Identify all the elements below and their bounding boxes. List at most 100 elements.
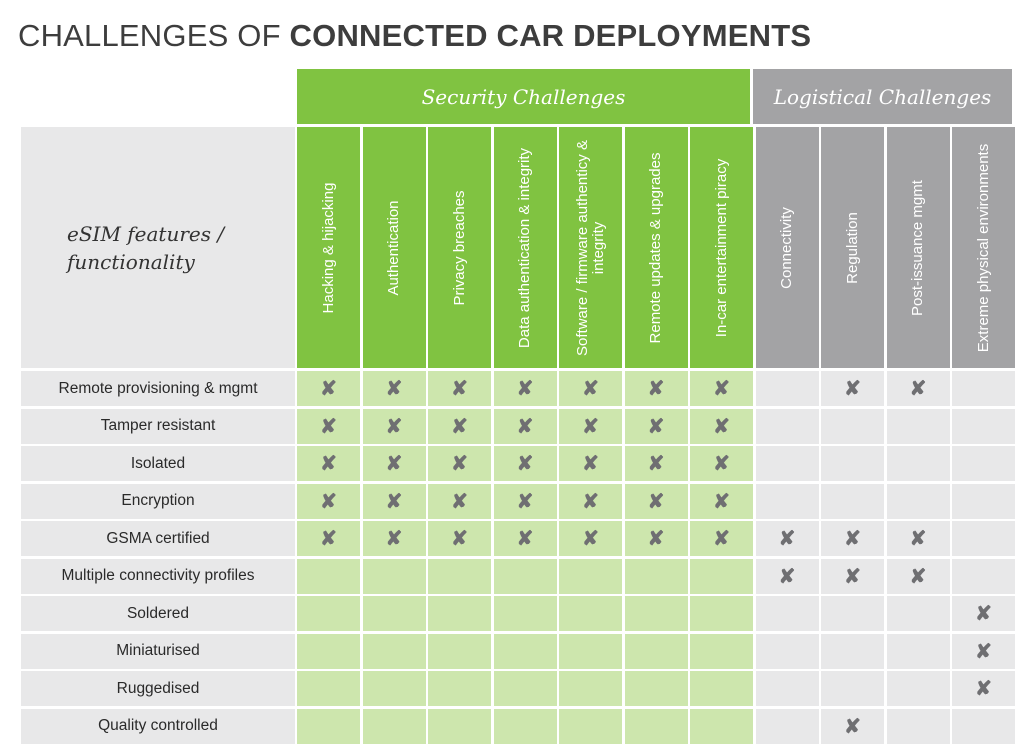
matrix-cell bbox=[821, 671, 884, 706]
cross-mark-icon: ✘ bbox=[690, 408, 753, 444]
cross-mark-icon: ✘ bbox=[755, 521, 819, 556]
matrix-cell bbox=[428, 633, 491, 669]
cross-mark-icon: ✘ bbox=[821, 558, 884, 594]
matrix-cell bbox=[428, 558, 491, 594]
matrix-cell bbox=[493, 596, 557, 631]
cross-mark-icon: ✘ bbox=[821, 708, 884, 744]
cross-mark-icon: ✘ bbox=[624, 408, 688, 444]
matrix-cell bbox=[755, 483, 819, 519]
matrix-cell bbox=[755, 446, 819, 481]
column-header-label: Remote updates & upgrades bbox=[647, 152, 664, 343]
cross-mark-icon: ✘ bbox=[690, 521, 753, 556]
matrix-cell bbox=[755, 633, 819, 669]
column-header-label: In-car entertainment piracy bbox=[712, 158, 730, 337]
column-header-label: Authentication bbox=[385, 199, 402, 296]
column-header: Regulation bbox=[821, 127, 884, 368]
matrix-cell bbox=[559, 633, 622, 669]
row-label: Quality controlled bbox=[21, 708, 295, 744]
matrix-cell bbox=[297, 633, 360, 669]
matrix-cell bbox=[428, 671, 491, 706]
cross-mark-icon: ✘ bbox=[428, 521, 491, 556]
column-header-label: Software / firmware authenticy & integri… bbox=[573, 139, 607, 356]
cross-mark-icon: ✘ bbox=[559, 446, 622, 481]
cross-mark-icon: ✘ bbox=[624, 521, 688, 556]
cross-mark-icon: ✘ bbox=[493, 483, 557, 519]
cross-mark-icon: ✘ bbox=[493, 446, 557, 481]
column-header: Post-issuance mgmt bbox=[886, 127, 950, 368]
cross-mark-icon: ✘ bbox=[952, 633, 1015, 669]
matrix-cell bbox=[559, 596, 622, 631]
matrix-cell bbox=[755, 708, 819, 744]
row-label: Isolated bbox=[21, 446, 295, 481]
column-header-label: Privacy breaches bbox=[450, 189, 468, 306]
matrix-cell bbox=[297, 708, 360, 744]
security-challenges-header: Security Challenges bbox=[297, 69, 750, 124]
cross-mark-icon: ✘ bbox=[886, 371, 950, 406]
column-header-label: Regulation bbox=[843, 211, 861, 284]
logistical-challenges-header: Logistical Challenges bbox=[753, 69, 1012, 124]
cross-mark-icon: ✘ bbox=[428, 446, 491, 481]
column-header: Extreme physical environments bbox=[952, 127, 1015, 368]
cross-mark-icon: ✘ bbox=[559, 371, 622, 406]
matrix-cell bbox=[624, 596, 688, 631]
matrix-cell bbox=[559, 708, 622, 744]
matrix-cell bbox=[559, 671, 622, 706]
title-prefix: CHALLENGES OF bbox=[18, 18, 290, 53]
matrix-cell bbox=[821, 408, 884, 444]
cross-mark-icon: ✘ bbox=[559, 521, 622, 556]
matrix-cell bbox=[886, 408, 950, 444]
cross-mark-icon: ✘ bbox=[362, 408, 426, 444]
matrix-cell bbox=[952, 408, 1015, 444]
cross-mark-icon: ✘ bbox=[493, 408, 557, 444]
matrix-cell bbox=[821, 633, 884, 669]
matrix-cell bbox=[952, 483, 1015, 519]
matrix-cell bbox=[559, 558, 622, 594]
matrix-cell bbox=[821, 483, 884, 519]
column-header-label: Extreme physical environments bbox=[974, 143, 992, 352]
cross-mark-icon: ✘ bbox=[493, 521, 557, 556]
column-header: Data authentication & integrity bbox=[493, 127, 557, 368]
row-label: Soldered bbox=[21, 596, 295, 631]
row-label: Tamper resistant bbox=[21, 408, 295, 444]
matrix-cell bbox=[362, 596, 426, 631]
matrix-cell bbox=[493, 633, 557, 669]
row-label: Miniaturised bbox=[21, 633, 295, 669]
matrix-cell bbox=[297, 671, 360, 706]
cross-mark-icon: ✘ bbox=[559, 483, 622, 519]
cross-mark-icon: ✘ bbox=[297, 408, 360, 444]
matrix-cell bbox=[690, 708, 753, 744]
cross-mark-icon: ✘ bbox=[297, 446, 360, 481]
matrix-cell bbox=[821, 446, 884, 481]
matrix-cell bbox=[690, 633, 753, 669]
matrix-cell bbox=[493, 558, 557, 594]
column-header: Hacking & hijacking bbox=[297, 127, 360, 368]
cross-mark-icon: ✘ bbox=[428, 408, 491, 444]
cross-mark-icon: ✘ bbox=[428, 371, 491, 406]
row-label: Ruggedised bbox=[21, 671, 295, 706]
matrix-cell bbox=[493, 708, 557, 744]
cross-mark-icon: ✘ bbox=[952, 671, 1015, 706]
column-header-label: Hacking & hijacking bbox=[319, 182, 337, 313]
cross-mark-icon: ✘ bbox=[952, 596, 1015, 631]
cross-mark-icon: ✘ bbox=[493, 371, 557, 406]
features-header-cell: eSIM features / functionality bbox=[21, 127, 295, 368]
matrix-cell bbox=[624, 708, 688, 744]
matrix-cell bbox=[690, 558, 753, 594]
page-title: CHALLENGES OF CONNECTED CAR DEPLOYMENTS bbox=[18, 14, 811, 58]
cross-mark-icon: ✘ bbox=[362, 521, 426, 556]
matrix-cell bbox=[493, 671, 557, 706]
cross-mark-icon: ✘ bbox=[690, 483, 753, 519]
matrix-cell bbox=[624, 633, 688, 669]
matrix-cell bbox=[952, 558, 1015, 594]
matrix-cell bbox=[624, 671, 688, 706]
cross-mark-icon: ✘ bbox=[362, 371, 426, 406]
cross-mark-icon: ✘ bbox=[690, 446, 753, 481]
matrix-cell bbox=[690, 596, 753, 631]
cross-mark-icon: ✘ bbox=[624, 446, 688, 481]
matrix-cell bbox=[755, 371, 819, 406]
matrix-cell bbox=[821, 596, 884, 631]
matrix-cell bbox=[886, 446, 950, 481]
matrix-cell bbox=[952, 446, 1015, 481]
cross-mark-icon: ✘ bbox=[886, 521, 950, 556]
matrix-cell bbox=[362, 708, 426, 744]
